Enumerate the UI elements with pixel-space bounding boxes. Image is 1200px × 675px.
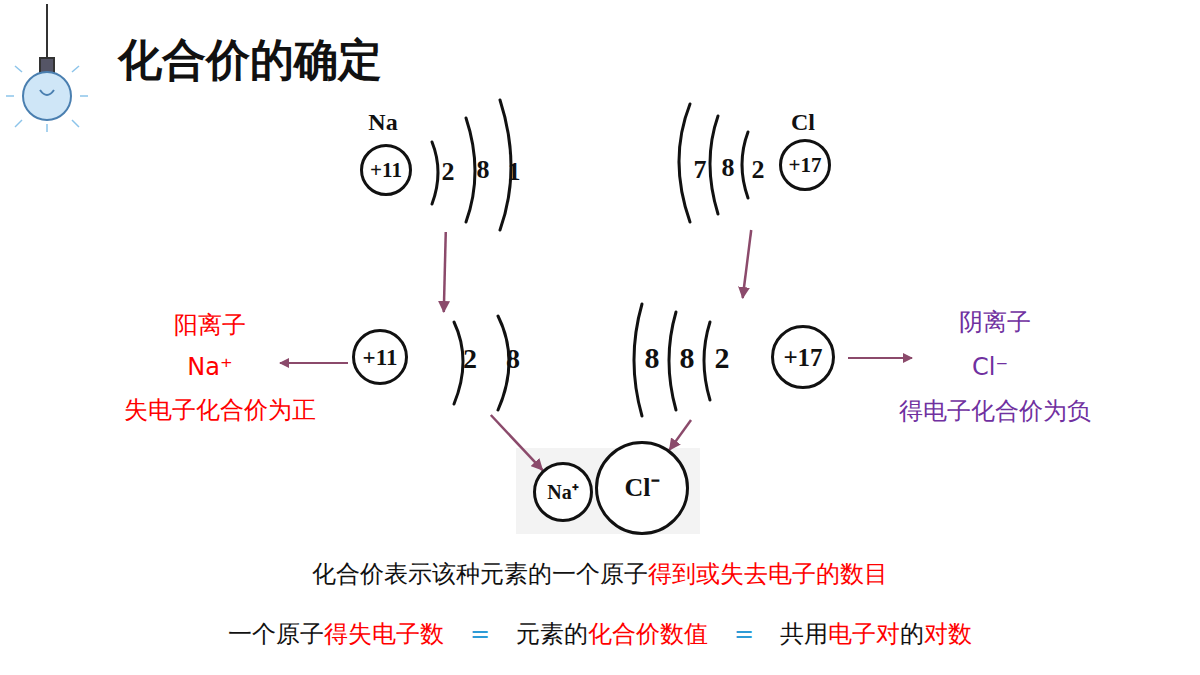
shell-electron-count: 8: [722, 155, 735, 181]
equation-line: 一个原子得失电子数 = 元素的化合价数值 = 共用电子对的对数: [0, 620, 1200, 649]
shell-electron-count: 2: [463, 345, 477, 373]
process-arrow: [669, 420, 691, 450]
circle-label: +17: [789, 155, 822, 176]
circle-label: +17: [783, 345, 822, 370]
process-arrow: [491, 415, 543, 470]
atom-diagram: Cl 782 +17: [680, 90, 840, 230]
element-symbol: Na: [368, 110, 397, 134]
circle-label: Na⁺: [547, 482, 578, 502]
pointer-arrow: [280, 362, 348, 364]
ion-note: 失电子化合价为正: [124, 397, 316, 423]
circle-label: +11: [370, 160, 402, 181]
nucleus-circle: +17: [779, 139, 831, 191]
slide-title: 化合价的确定: [118, 36, 382, 84]
circle-label: +11: [363, 346, 398, 369]
statement-text: =: [470, 620, 490, 648]
statement-text: 电子对: [828, 620, 900, 648]
ion-note: 阳离子: [174, 312, 246, 338]
nucleus-circle: Cl⁻: [595, 441, 689, 535]
statement-text: 化合价数值: [588, 620, 708, 648]
statement-text: 共用: [780, 620, 828, 648]
shell-electron-count: 8: [506, 345, 520, 373]
process-arrow: [743, 230, 752, 298]
statement-text: =: [734, 620, 754, 648]
element-symbol: Cl: [791, 110, 815, 134]
statement-text: 得到或失去电子的数目: [648, 560, 888, 588]
atom-diagram: Na 281 +11: [355, 92, 540, 232]
atom-diagram: 882+17: [630, 298, 840, 420]
shell-electron-count: 1: [508, 159, 521, 185]
statement-text: 化合价表示该种元素的一个原子: [312, 560, 648, 588]
statement-text: 元素的: [516, 620, 588, 648]
electron-shells: [432, 100, 748, 416]
process-arrow: [444, 232, 446, 312]
shell-electron-count: 7: [694, 157, 707, 183]
statement-line: 化合价表示该种元素的一个原子得到或失去电子的数目: [0, 560, 1200, 589]
nucleus-circle: +11: [352, 329, 408, 385]
nucleus-circle: +17: [771, 325, 835, 389]
shell-electron-count: 2: [715, 343, 730, 373]
nucleus-circle: +11: [360, 144, 412, 196]
statement-text: 的: [900, 620, 924, 648]
shell-electron-count: 2: [442, 159, 455, 185]
ion-note: 得电子化合价为负: [899, 398, 1091, 424]
shell-electron-count: 8: [645, 343, 660, 373]
shell-electron-count: 8: [477, 157, 490, 183]
circle-label: Cl⁻: [625, 475, 660, 501]
statement-text: 一个原子: [228, 620, 324, 648]
shell-electron-count: 2: [752, 157, 765, 183]
atom-diagram: 2 8 +11: [350, 312, 535, 415]
ion-note: Cl⁻: [972, 354, 1008, 380]
statement-text: 得失电子数: [324, 620, 444, 648]
ion-note: Na⁺: [187, 354, 232, 380]
shell-electron-count: 8: [680, 343, 695, 373]
bulb-icon: [6, 4, 88, 132]
statement-text: 对数: [924, 620, 972, 648]
pointer-arrow: [848, 357, 912, 359]
ion-note: 阴离子: [959, 309, 1031, 335]
nucleus-circle: Na⁺: [533, 462, 593, 522]
